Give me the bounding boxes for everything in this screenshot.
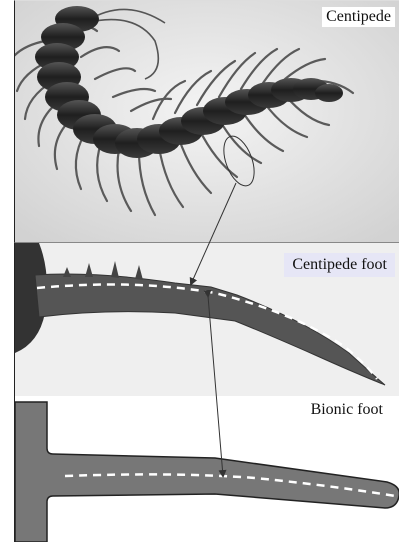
label-centipede: Centipede: [322, 7, 395, 27]
centipede-photo-panel: Centipede: [14, 0, 399, 243]
label-bionic-foot: Bionic foot: [307, 400, 387, 420]
centipede-foot-panel: Centipede foot: [14, 242, 399, 398]
centipede-illustration: [15, 1, 399, 243]
label-centipede-foot: Centipede foot: [284, 253, 395, 277]
bionic-foot-panel: Bionic foot: [14, 396, 399, 542]
